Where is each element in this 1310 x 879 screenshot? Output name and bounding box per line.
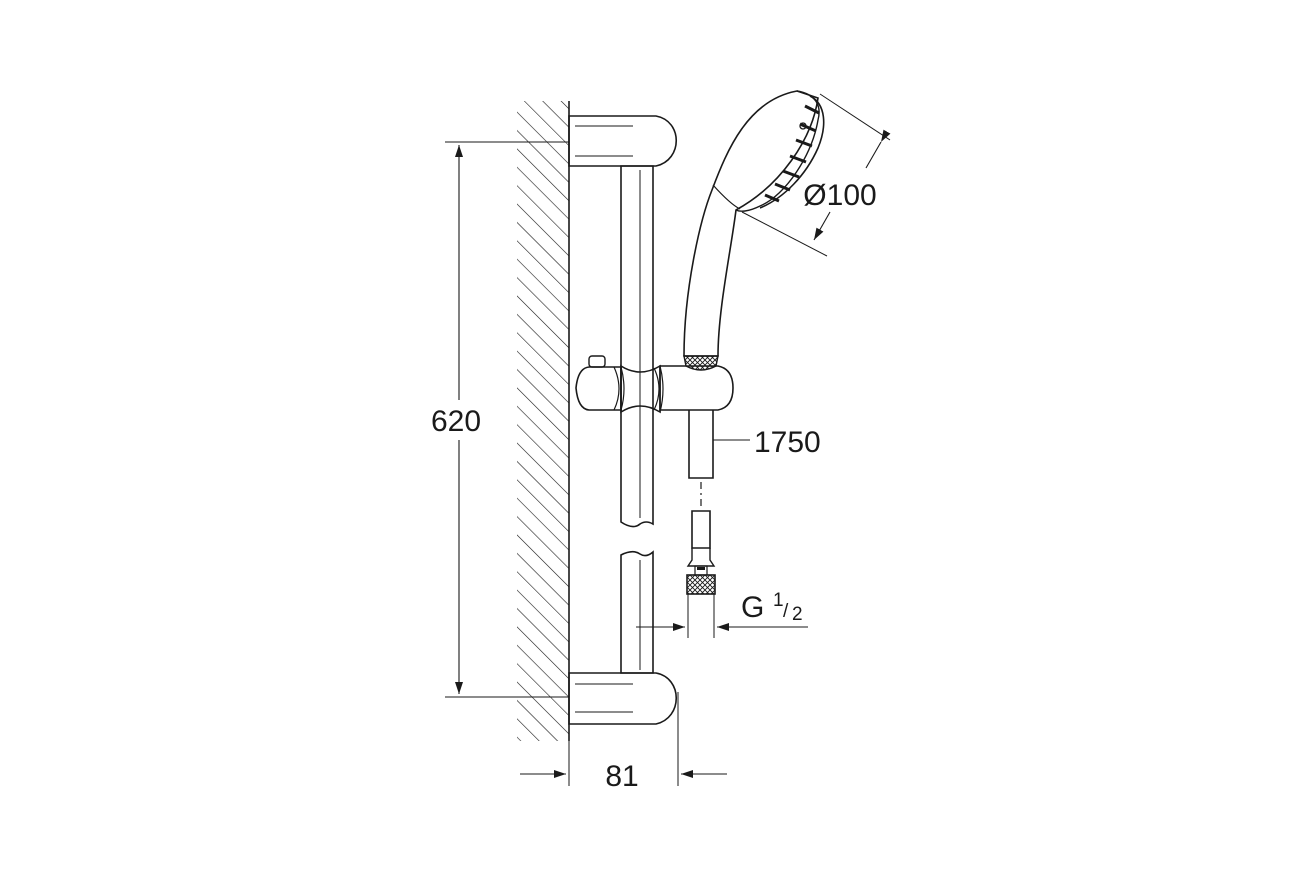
hose-length-label: 1750	[754, 426, 821, 459]
hose-lower-segment	[691, 510, 711, 549]
dimension-depth: 81	[520, 692, 727, 793]
diameter-arrow-top	[865, 129, 891, 169]
diameter-arrow-bottom	[813, 211, 831, 241]
dimension-thread: G 1 / 2	[636, 590, 808, 638]
top-wall-bracket	[568, 115, 678, 167]
spray-face-outline	[759, 95, 825, 209]
head-diameter-label: Ø100	[803, 179, 876, 212]
hose-cone	[686, 548, 716, 567]
holder-left-cap	[575, 366, 622, 411]
height-dimension-label: 620	[431, 405, 481, 438]
hose-connection-nut	[686, 574, 716, 595]
wall	[517, 101, 570, 741]
hand-shower-handle	[683, 90, 819, 357]
thread-label: G	[741, 591, 764, 624]
hand-shower-seam	[712, 184, 741, 210]
rail-lower-segment	[620, 550, 654, 674]
holder-head-mount	[659, 365, 734, 411]
rail-upper-segment	[620, 165, 654, 528]
depth-dimension-label: 81	[605, 760, 638, 793]
sliding-holder	[575, 355, 734, 414]
bottom-wall-bracket	[568, 672, 678, 725]
dimension-head-diameter: Ø100	[741, 93, 891, 257]
hand-shower-knurled-nut	[683, 355, 719, 371]
holder-lock-button	[588, 355, 606, 368]
spray-mode-selector-icon	[799, 122, 807, 130]
dimension-height: 620	[431, 141, 569, 698]
shower-hose	[686, 410, 716, 595]
thread-slash: /	[783, 601, 789, 622]
dimension-hose-length: 1750	[713, 426, 821, 459]
thread-numerator: 1	[773, 590, 784, 611]
shower-rail	[620, 165, 654, 674]
wall-hatching	[517, 101, 569, 741]
hose-upper-segment	[688, 410, 714, 479]
thread-denominator: 2	[792, 604, 803, 625]
spray-nozzles	[764, 104, 820, 203]
hand-shower	[683, 90, 825, 371]
